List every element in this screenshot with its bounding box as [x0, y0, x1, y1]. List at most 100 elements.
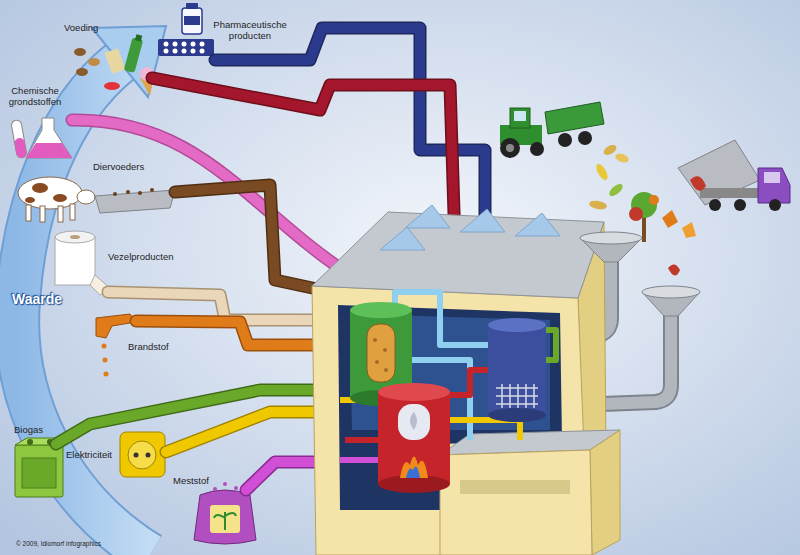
fertilizer-bag-icon	[214, 512, 236, 530]
food-icon	[74, 34, 154, 96]
tractor-icon	[500, 102, 604, 158]
factory-building	[460, 480, 570, 494]
tractor-icon	[514, 111, 526, 121]
value-arrow	[92, 26, 166, 97]
tractor-icon	[506, 144, 514, 152]
chemical-icon	[11, 118, 72, 159]
factory-building	[515, 213, 560, 236]
pharma-icon	[184, 16, 200, 25]
pharma-icon	[200, 42, 205, 47]
funnels	[642, 286, 700, 298]
product-label: Biogas	[14, 424, 43, 435]
factory-building	[440, 450, 592, 555]
product-label: Elektriciteit	[66, 449, 112, 460]
tank-green	[367, 324, 395, 382]
tractor-icon	[530, 142, 544, 156]
tank-green	[350, 302, 412, 318]
fuel-nozzle-icon	[96, 314, 136, 338]
truck-icon	[678, 140, 790, 211]
food-icon	[76, 68, 88, 76]
stove-icon	[27, 439, 33, 445]
food-icon	[88, 58, 100, 66]
paper-roll-icon	[55, 231, 95, 243]
chemical-icon	[14, 137, 27, 158]
tractor-icon	[558, 133, 572, 147]
cow-icon	[138, 191, 142, 195]
product-label: Brandstof	[128, 341, 169, 352]
tank-blue	[488, 408, 546, 422]
biomass-icons	[649, 195, 659, 205]
product-pipes	[72, 120, 350, 275]
truck-icon	[764, 172, 780, 183]
tank-red	[378, 383, 450, 401]
tractor-icon	[545, 102, 604, 134]
cow-icon	[18, 177, 175, 222]
factory-building	[590, 430, 620, 555]
truck-icon	[709, 199, 721, 211]
pharma-icon	[186, 3, 198, 9]
factory-building	[312, 212, 604, 298]
pharma-icon	[173, 42, 178, 47]
pharma-icon	[200, 49, 205, 54]
food-icon	[74, 48, 86, 56]
factory-building	[460, 209, 505, 232]
product-label: Pharmaceutische producten	[203, 19, 297, 41]
fuel-nozzle-icon	[104, 372, 109, 377]
product-pipes	[215, 28, 485, 245]
tank-red	[398, 404, 430, 440]
pharma-icon	[164, 42, 169, 47]
product-label: Voeding	[64, 22, 98, 33]
biomass-icons	[602, 143, 618, 157]
inner-pipes	[450, 370, 488, 395]
biomass-icons	[690, 176, 706, 191]
tank-red	[378, 383, 450, 493]
pharma-icon	[182, 42, 187, 47]
pharma-icon	[191, 42, 196, 47]
cow-icon	[26, 205, 31, 221]
product-label: Meststof	[173, 475, 209, 486]
pharma-icon	[158, 39, 214, 56]
biomass-icons	[682, 222, 696, 238]
chemical-icon	[26, 118, 72, 158]
value-arrow	[17, 62, 150, 555]
stove-icon	[15, 445, 63, 497]
paper-roll-icon	[70, 235, 80, 239]
paper-roll-icon	[55, 231, 112, 295]
chemical-icon	[11, 119, 27, 158]
product-label: Vezelproducten	[108, 251, 174, 262]
paper-roll-icon	[55, 237, 95, 285]
cow-icon	[53, 194, 67, 202]
pharma-icon	[158, 3, 214, 56]
funnels	[580, 232, 700, 316]
pharma-icon	[182, 8, 202, 34]
tank-red	[410, 412, 417, 430]
fertilizer-bag-icon	[210, 505, 240, 533]
cow-icon	[150, 188, 154, 192]
truck-icon	[678, 140, 760, 205]
truck-icon	[734, 199, 746, 211]
fertilizer-bag-icon	[223, 482, 227, 486]
tank-blue	[488, 318, 546, 422]
pharma-icon	[164, 49, 169, 54]
food-icon	[135, 34, 142, 41]
product-label: Diervoeders	[93, 161, 144, 172]
tractor-icon	[578, 131, 592, 145]
biomass-icons	[594, 162, 610, 182]
food-icon	[104, 82, 120, 90]
stove-icon	[15, 438, 75, 497]
socket-icon	[128, 441, 156, 469]
value-label: Waarde	[12, 291, 62, 308]
pharma-icon	[182, 49, 187, 54]
cow-icon	[32, 183, 48, 193]
copyright-note: © 2009, Idiomorf infographics	[16, 540, 101, 548]
product-pipes	[215, 28, 485, 245]
tractor-icon	[510, 108, 530, 128]
biomass-icons	[588, 199, 607, 210]
factory-building	[380, 227, 425, 250]
cow-icon	[40, 206, 45, 222]
truck-icon	[758, 168, 790, 203]
food-icon	[124, 37, 143, 73]
socket-icon	[120, 432, 165, 477]
